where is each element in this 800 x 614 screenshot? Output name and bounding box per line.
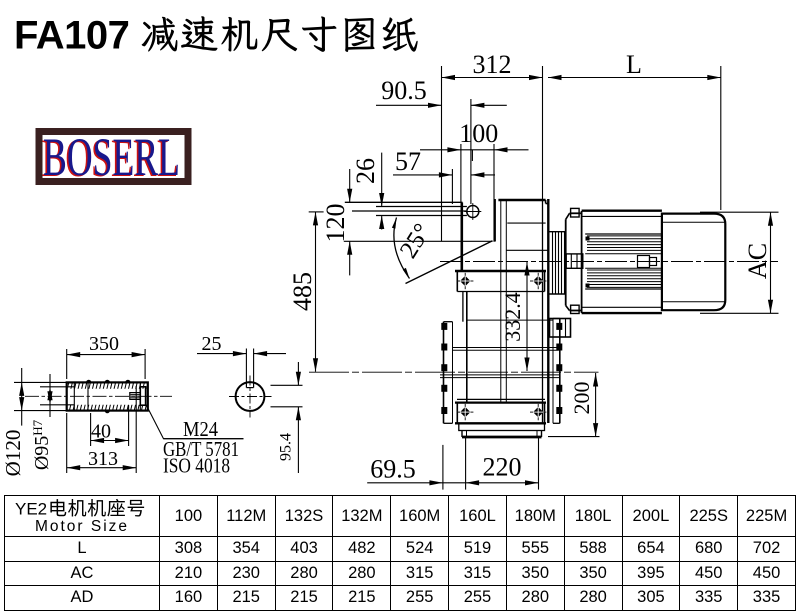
svg-text:YE2: YE2 [15, 500, 47, 519]
svg-text:ISO 4018: ISO 4018 [163, 454, 230, 478]
svg-text:95.4: 95.4 [278, 433, 295, 461]
svg-text:M24: M24 [183, 417, 218, 441]
svg-text:BOSERL: BOSERL [41, 128, 178, 188]
svg-text:25: 25 [202, 333, 222, 355]
svg-text:220: 220 [483, 453, 522, 482]
svg-text:90.5: 90.5 [381, 76, 427, 105]
svg-text:BOSERL: BOSERL [43, 127, 180, 187]
svg-text:Ø120: Ø120 [1, 430, 25, 477]
svg-text:69.5: 69.5 [370, 455, 416, 484]
svg-text:485: 485 [288, 272, 317, 311]
svg-text:312: 312 [473, 50, 512, 79]
svg-text:L: L [626, 50, 642, 79]
svg-text:100: 100 [459, 119, 498, 148]
svg-text:Ø95H7: Ø95H7 [30, 419, 53, 470]
svg-text:26: 26 [351, 158, 380, 184]
svg-text:GB/T 5781: GB/T 5781 [163, 437, 239, 461]
svg-text:313: 313 [88, 448, 118, 470]
svg-text:AC: AC [743, 243, 772, 279]
svg-text:40: 40 [91, 421, 111, 443]
svg-text:57: 57 [395, 147, 421, 176]
svg-text:332.4: 332.4 [500, 292, 525, 342]
svg-text:200: 200 [569, 382, 594, 415]
svg-text:120: 120 [321, 204, 350, 243]
svg-text:FA107: FA107 [14, 14, 129, 58]
svg-text:350: 350 [89, 333, 119, 355]
